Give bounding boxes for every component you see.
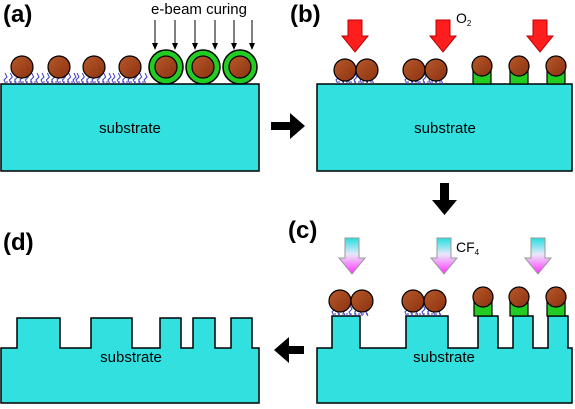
arrow-left: [274, 337, 304, 363]
nanoparticle: [545, 55, 567, 77]
cf4-arrow: [337, 237, 367, 275]
panel-b-label: (b): [290, 1, 321, 28]
nanoparticle: [402, 58, 426, 82]
panel-a-substrate: [0, 83, 260, 172]
panel-b-particles: [333, 55, 567, 85]
nanoparticle: [423, 289, 447, 313]
nanoparticle: [191, 55, 215, 79]
nanoparticle: [328, 289, 352, 313]
panel-c-substrate-label: substrate: [413, 349, 475, 366]
panel-d: (d) substrate: [0, 229, 260, 404]
o2-arrow: [428, 19, 458, 53]
nanoparticle: [350, 289, 374, 313]
panel-c-particles: [328, 286, 567, 317]
panel-a-substrate-label: substrate: [99, 120, 161, 137]
nanoparticle: [333, 58, 357, 82]
nanoparticle: [118, 55, 142, 79]
curing-arrowhead: [172, 43, 178, 50]
curing-arrows: [152, 20, 255, 50]
nanoparticle: [472, 286, 494, 308]
panel-c: (c) substrate CF4: [288, 217, 573, 404]
panel-a-label: (a): [3, 1, 32, 28]
arrow-right: [271, 113, 305, 139]
curing-arrowhead: [192, 43, 198, 50]
panel-a-particles: [3, 55, 252, 85]
nanoparticle: [424, 58, 448, 82]
nanoparticle: [47, 55, 71, 79]
panel-d-substrate-label: substrate: [100, 349, 162, 366]
panel-b-substrate-label: substrate: [414, 120, 476, 137]
o2-arrow: [525, 19, 555, 53]
nanoparticle: [82, 55, 106, 79]
panel-d-label: (d): [3, 229, 34, 256]
panel-b-substrate: [316, 83, 573, 172]
cf4-arrow: [523, 237, 553, 275]
panel-c-label: (c): [288, 217, 317, 244]
cf4-arrows: [337, 237, 553, 275]
panel-c-substrate: [316, 315, 573, 404]
nanoparticle: [545, 286, 567, 308]
curing-arrowhead: [152, 43, 158, 50]
panel-a: (a) substrate e-beam curing: [0, 1, 260, 172]
nanoparticle: [471, 55, 493, 77]
curing-arrowhead: [249, 43, 255, 50]
arrow-down: [432, 183, 457, 215]
cf4-label: CF4: [456, 239, 480, 257]
nanoparticle: [10, 55, 34, 79]
nanoparticle: [401, 289, 425, 313]
curing-arrowhead: [212, 43, 218, 50]
nanoparticle: [508, 286, 530, 308]
panel-b: (b) substrate O2: [290, 1, 573, 172]
o2-label: O2: [456, 10, 472, 28]
nanoparticle: [508, 55, 530, 77]
panel-d-substrate: [0, 317, 260, 404]
e-beam-curing-label: e-beam curing: [151, 1, 247, 18]
o2-arrows: [340, 19, 555, 53]
nanoparticle: [355, 58, 379, 82]
o2-arrow: [340, 19, 370, 53]
nanoparticle: [154, 55, 178, 79]
nanoparticle: [228, 55, 252, 79]
cf4-arrow: [429, 237, 459, 275]
curing-arrowhead: [231, 43, 237, 50]
